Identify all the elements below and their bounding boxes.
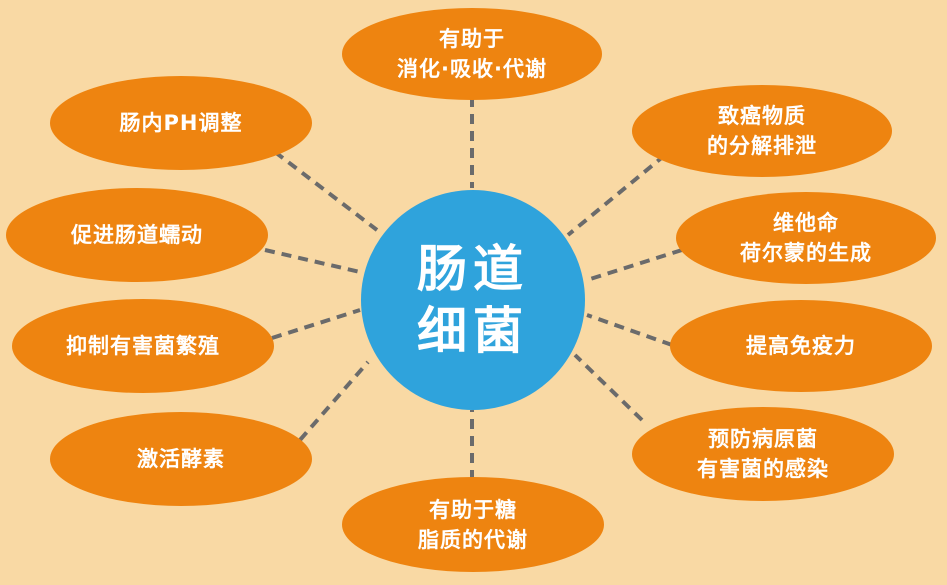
connector-harmful	[271, 308, 361, 340]
node-enzyme: 激活酵素	[50, 412, 312, 506]
node-infection: 预防病原菌 有害菌的感染	[632, 407, 894, 501]
node-peristalsis-line-1: 促进肠道蠕动	[71, 223, 203, 247]
node-carcinogen-line-2: 的分解排泄	[707, 134, 817, 158]
node-carcinogen-line-1: 致癌物质	[718, 104, 806, 128]
node-harmful-line-1: 抑制有害菌繁殖	[66, 334, 220, 358]
node-sugar-fat: 有助于糖 脂质的代谢	[342, 477, 604, 572]
node-vitamin-line-1: 维他命	[773, 211, 839, 235]
connector-vitamin	[586, 248, 683, 282]
node-immunity: 提高免疫力	[670, 300, 932, 392]
node-infection-line-2: 有害菌的感染	[697, 457, 829, 481]
connector-immunity	[586, 313, 673, 347]
node-infection-line-1: 预防病原菌	[708, 427, 818, 451]
connector-peristalsis	[264, 248, 361, 274]
node-sugar-fat-line-1: 有助于糖	[429, 497, 517, 522]
node-digestion: 有助于 消化·吸收·代谢	[342, 8, 602, 100]
node-vitamin-line-2: 荷尔蒙的生成	[740, 241, 872, 265]
connector-enzyme	[298, 360, 370, 442]
center-label-line-1: 肠道	[417, 240, 529, 298]
node-sugar-fat-line-2: 脂质的代谢	[418, 527, 528, 552]
center-node: 肠道 细菌	[361, 190, 585, 410]
node-enzyme-line-1: 激活酵素	[137, 447, 225, 471]
center-label-line-2: 细菌	[417, 302, 529, 360]
connector-infection	[573, 353, 644, 422]
node-vitamin: 维他命 荷尔蒙的生成	[676, 192, 936, 284]
node-digestion-line-2: 消化·吸收·代谢	[397, 57, 547, 81]
node-harmful: 抑制有害菌繁殖	[12, 299, 274, 393]
node-carcinogen: 致癌物质 的分解排泄	[632, 85, 892, 177]
node-digestion-line-1: 有助于	[439, 27, 505, 51]
connector-carcinogen	[566, 153, 667, 237]
node-immunity-line-1: 提高免疫力	[746, 334, 856, 358]
connector-ph	[273, 150, 379, 232]
node-peristalsis: 促进肠道蠕动	[6, 188, 268, 282]
node-ph: 肠内PH调整	[50, 76, 312, 170]
node-ph-line-1: 肠内PH调整	[119, 111, 243, 135]
